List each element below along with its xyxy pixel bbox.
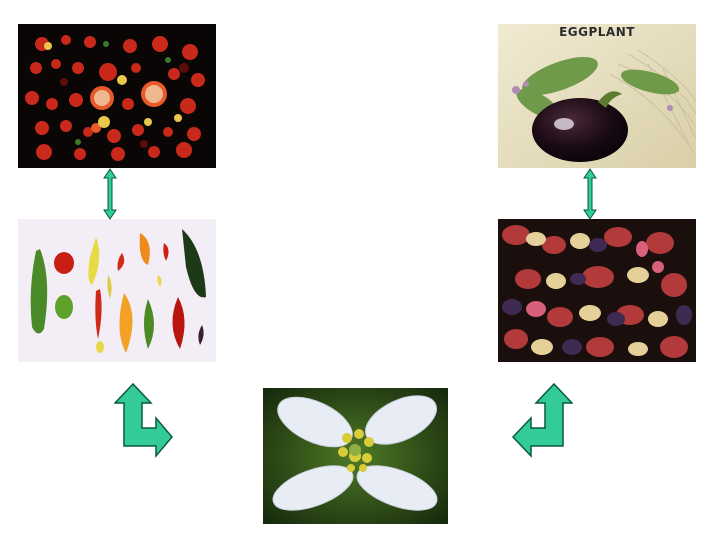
tomatoes-photo xyxy=(18,24,216,168)
double-headed-vertical-arrow-icon xyxy=(583,168,597,220)
bent-up-arrow-icon xyxy=(114,382,173,459)
peppers-illustration xyxy=(18,219,216,362)
eggplant-label: EGGPLANT xyxy=(559,25,635,39)
eggplant-photo: EGGPLANT xyxy=(498,24,696,168)
potatoes-illustration xyxy=(498,219,696,362)
eggplant-illustration xyxy=(498,24,696,168)
double-headed-vertical-arrow-icon xyxy=(103,168,117,220)
tomatoes-illustration xyxy=(18,24,216,168)
potatoes-photo xyxy=(498,219,696,362)
peppers-photo xyxy=(18,219,216,362)
flower-illustration xyxy=(263,388,448,524)
flower-photo xyxy=(263,388,448,524)
bent-up-arrow-mirrored-icon xyxy=(511,382,573,458)
